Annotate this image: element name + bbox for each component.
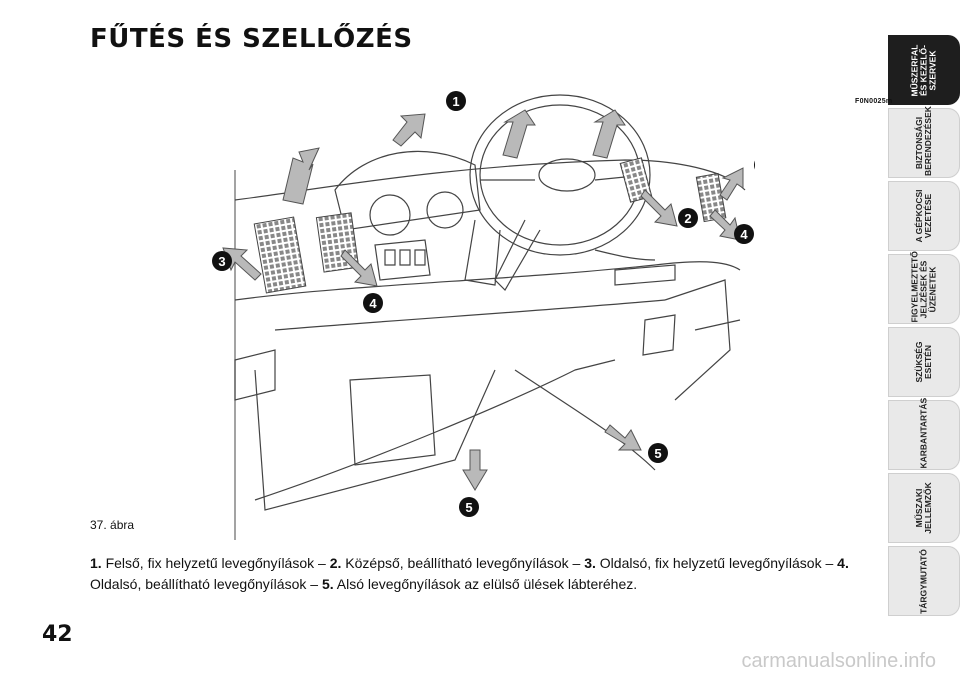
tab-label: A GÉPKOCSI VEZETÉSE: [914, 189, 933, 243]
tab-gepkocsi-vezetese[interactable]: A GÉPKOCSI VEZETÉSE: [888, 181, 960, 251]
callout-5-right: 5: [648, 443, 668, 463]
caption-num-4: 4.: [837, 555, 849, 571]
callout-3-right: 3: [754, 160, 755, 170]
tab-muszaki-jellemzok[interactable]: MŰSZAKI JELLEMZŐK: [888, 473, 960, 543]
callout-4-right-text: 4: [740, 227, 748, 242]
tab-targymutato[interactable]: TÁRGYMUTATÓ: [888, 546, 960, 616]
caption-text-1: Felső, fix helyzetű levegőnyílások –: [101, 555, 330, 571]
page-title: FŰTÉS ÉS SZELLŐZÉS: [90, 24, 413, 54]
callout-4-left: 4: [363, 293, 383, 313]
figure-code: F0N0025m: [855, 98, 893, 105]
callout-5-bottom: 5: [459, 497, 479, 517]
callout-5-bottom-text: 5: [465, 500, 472, 515]
caption-text-5: Alsó levegőnyílások az elülső ülések láb…: [333, 576, 638, 592]
caption-text-4: Oldalsó, beállítható levegőnyílások –: [90, 576, 322, 592]
watermark: carmanualsonline.info: [741, 650, 936, 672]
tab-karbantartas[interactable]: KARBANTARTÁS: [888, 397, 960, 470]
callout-4-right: 4: [734, 224, 754, 244]
callout-2: 2: [678, 208, 698, 228]
figure-label: 37. ábra: [90, 518, 135, 532]
callout-1: 1: [446, 91, 466, 111]
tab-label: MŰSZERFAL ÉS KEZELŐ- SZERVEK: [909, 44, 938, 96]
caption-num-2: 2.: [329, 555, 342, 571]
callout-1-text: 1: [452, 94, 459, 109]
tab-label: MŰSZAKI JELLEMZŐK: [914, 482, 933, 534]
tab-biztonsagi[interactable]: BIZTONSÁGI BERENDEZÉSEK: [888, 106, 960, 178]
caption-text-2: Középső, beállítható levegőnyílások –: [341, 555, 585, 571]
tab-szukseg-eseten[interactable]: SZÜKSÉG ESETÉN: [888, 327, 960, 397]
caption-num-3: 3.: [584, 555, 596, 571]
dashboard-illustration: 1 3 2 4 3 4 5 5: [212, 91, 755, 540]
tab-label: SZÜKSÉG ESETÉN: [914, 341, 933, 383]
page-number: 42: [42, 622, 73, 647]
tab-label: KARBANTARTÁS: [918, 397, 929, 468]
callout-4-left-text: 4: [369, 296, 377, 311]
callout-2-text: 2: [684, 211, 691, 226]
tab-figyelmezteto[interactable]: FIGYELMEZTETŐ JELZÉSEK ÉS ÜZENETEK: [888, 250, 960, 324]
tab-muszerfal[interactable]: MŰSZERFAL ÉS KEZELŐ- SZERVEK: [888, 35, 960, 105]
callout-5-right-text: 5: [654, 446, 661, 461]
figure-caption: 1. Felső, fix helyzetű levegőnyílások – …: [90, 553, 890, 595]
callout-3-left: 3: [212, 251, 232, 271]
caption-text-3: Oldalsó, fix helyzetű levegőnyílások –: [595, 555, 838, 571]
caption-num-1: 1.: [90, 555, 102, 571]
callout-3-left-text: 3: [218, 254, 225, 269]
tab-label: TÁRGYMUTATÓ: [918, 548, 929, 614]
caption-num-5: 5.: [321, 576, 334, 592]
tab-label: FIGYELMEZTETŐ JELZÉSEK ÉS ÜZENETEK: [909, 250, 938, 322]
tab-label: BIZTONSÁGI BERENDEZÉSEK: [914, 106, 933, 176]
